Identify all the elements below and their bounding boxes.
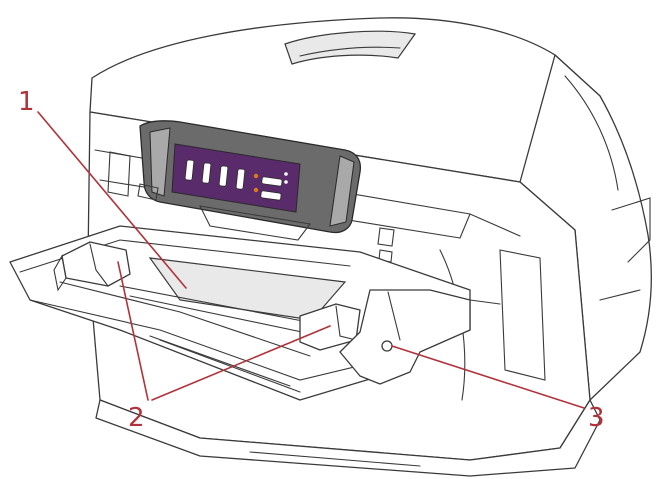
callout-labels: 1 2 3 xyxy=(18,87,605,433)
tray-right-arm xyxy=(339,289,471,385)
status-led-icon xyxy=(253,173,259,179)
leader-line-2a xyxy=(117,261,149,401)
paper-cassette xyxy=(95,399,601,477)
multipurpose-tray xyxy=(9,225,471,401)
control-panel-buttons xyxy=(184,159,288,201)
callout-1: 1 xyxy=(18,87,35,117)
leader-line-1 xyxy=(37,111,187,289)
callout-3: 3 xyxy=(588,403,605,433)
printer-right-side xyxy=(519,54,652,401)
leader-line-3 xyxy=(391,345,585,409)
callout-2: 2 xyxy=(128,403,145,433)
output-tray-slot xyxy=(284,30,417,65)
tray-release-hole xyxy=(381,340,393,352)
callout-leaders xyxy=(37,111,585,409)
leader-line-2b xyxy=(151,325,331,401)
